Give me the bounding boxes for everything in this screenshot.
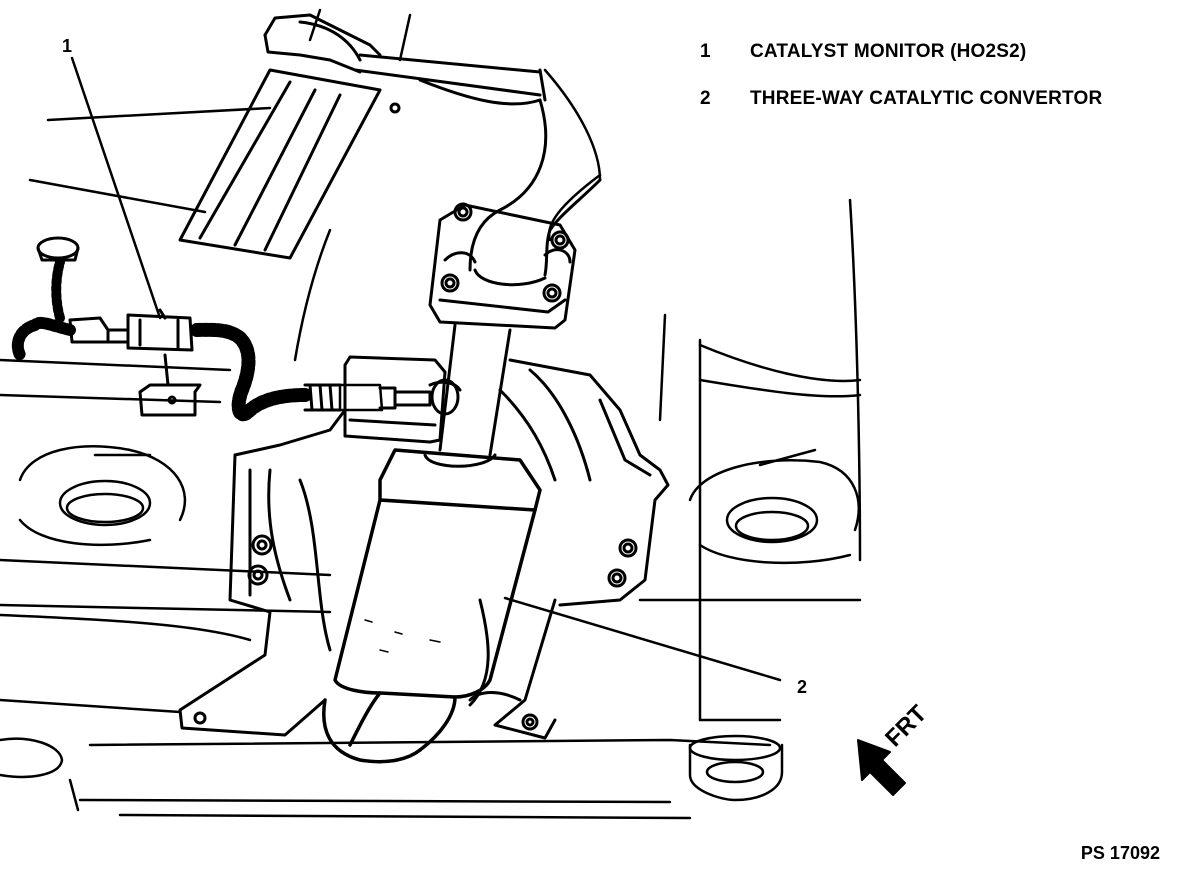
- sensor-wiring-harness: [11, 236, 312, 422]
- exhaust-pipe-upper: [178, 13, 602, 277]
- direction-label: FRT: [880, 700, 932, 752]
- floor-pan: [0, 8, 862, 820]
- converter-heat-shield: [178, 358, 670, 740]
- legend-item-number: 2: [700, 87, 711, 109]
- exhaust-pipe-lower: [423, 323, 512, 468]
- legend: 1 CATALYST MONITOR (HO2S2) 2 THREE-WAY C…: [700, 28, 1102, 122]
- catalyst-monitor-sensor: [303, 355, 460, 444]
- legend-item-label: CATALYST MONITOR (HO2S2): [750, 40, 1027, 62]
- callout-1-number: 1: [62, 36, 72, 56]
- callout-2-leader: [503, 596, 782, 682]
- callout-leaders: [70, 56, 782, 682]
- callout-2-number: 2: [797, 677, 807, 697]
- pipe-flange: [428, 202, 577, 330]
- legend-item: 2 THREE-WAY CATALYTIC CONVERTOR: [700, 75, 1102, 122]
- callout-1-leader: [70, 56, 162, 320]
- figure-id: PS 17092: [1080, 843, 1160, 863]
- legend-item-number: 1: [700, 40, 711, 62]
- legend-item-label: THREE-WAY CATALYTIC CONVERTOR: [750, 87, 1103, 109]
- catalytic-converter: [322, 448, 542, 764]
- legend-item: 1 CATALYST MONITOR (HO2S2): [700, 28, 1102, 75]
- arrow-icon: [857, 739, 906, 796]
- front-direction-arrow: FRT: [857, 700, 932, 796]
